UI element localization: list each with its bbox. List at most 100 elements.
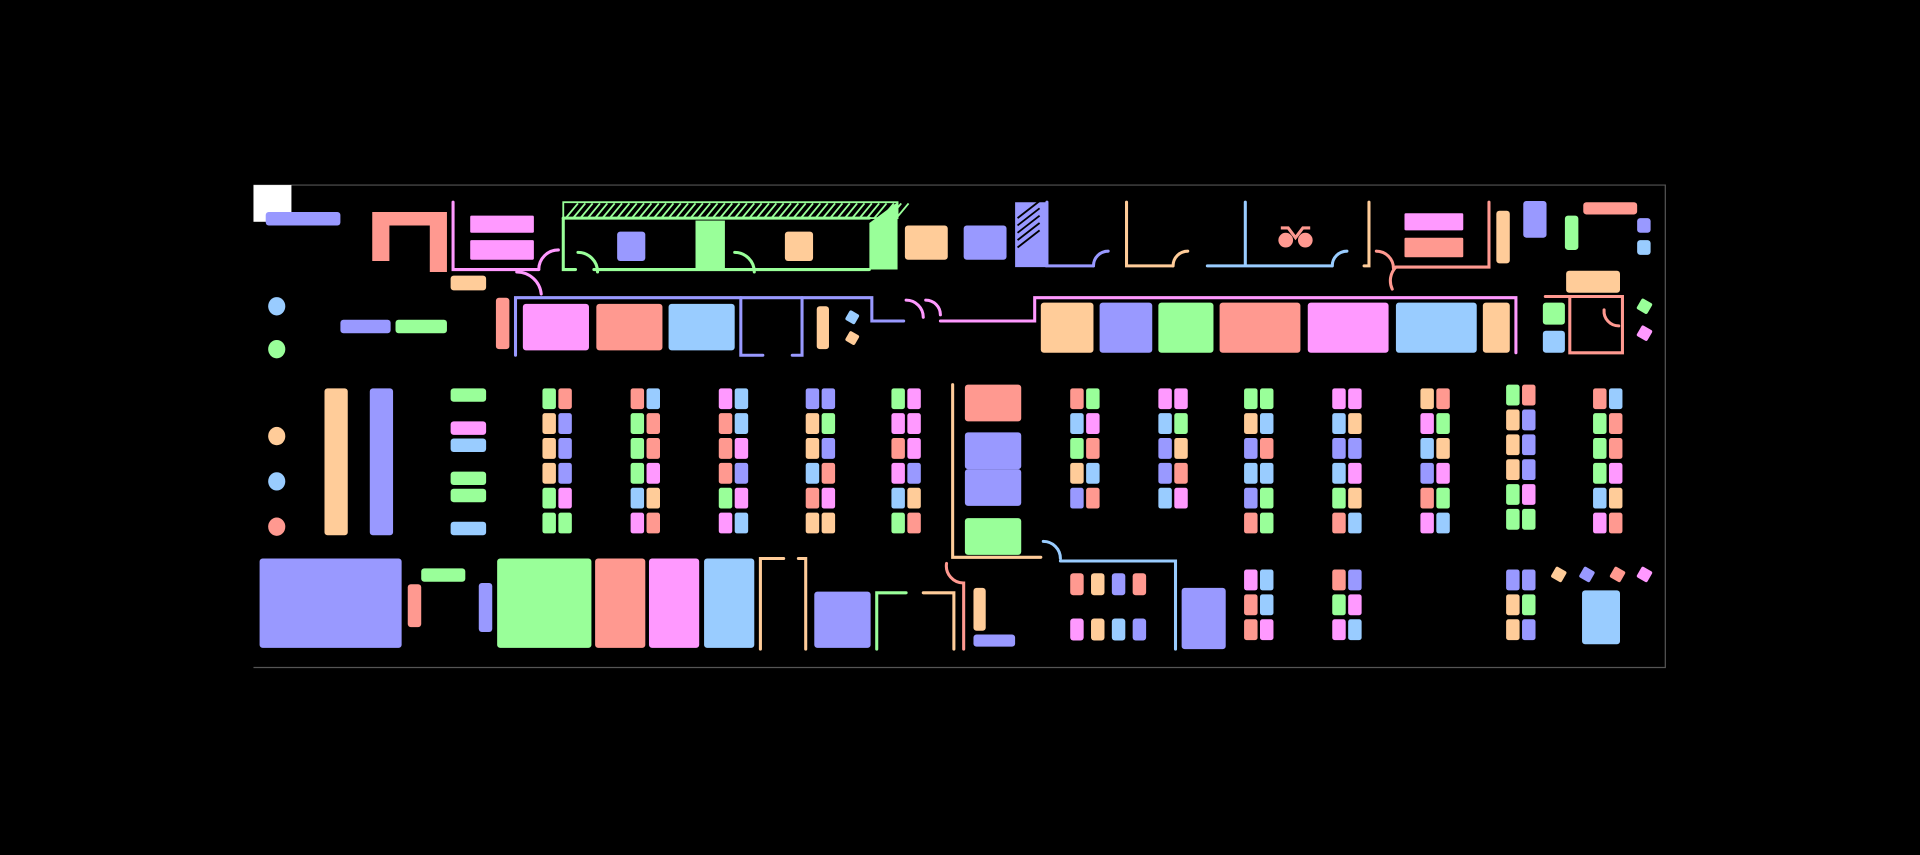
hatch-line <box>822 202 836 219</box>
shelf-bin <box>734 487 749 509</box>
shelf-bin <box>805 512 820 534</box>
furniture-block <box>407 584 422 628</box>
hatch-line <box>748 202 763 219</box>
furniture-block <box>595 558 646 648</box>
door-arc <box>1602 308 1621 328</box>
furniture-block <box>1496 210 1510 264</box>
shelf-bin <box>718 413 733 434</box>
hatch-line <box>778 202 792 219</box>
shelf-bin <box>1332 569 1346 591</box>
wall <box>739 296 804 357</box>
shelf-bin <box>805 413 820 434</box>
small-table <box>1132 573 1147 596</box>
furniture-block <box>617 231 646 261</box>
furniture-block <box>964 384 1022 422</box>
diamond-marker <box>1636 566 1653 583</box>
furniture-block <box>1181 587 1226 650</box>
hatch-line <box>601 202 616 219</box>
shelf-bin <box>1506 384 1520 406</box>
shelf-bin <box>1506 409 1520 431</box>
shelf-bin <box>558 388 572 410</box>
shelf-bin <box>1086 438 1100 459</box>
hatch-line <box>660 202 675 219</box>
door-arc <box>537 248 560 272</box>
shelf-bin <box>907 413 921 434</box>
diamond-marker <box>1636 325 1653 341</box>
shelf-bin <box>1070 487 1084 509</box>
shelf-bin <box>1158 438 1172 459</box>
shelf-bin <box>1506 459 1520 481</box>
hatched-column <box>1015 202 1047 268</box>
hatch-line <box>579 202 594 219</box>
wall <box>1125 200 1175 268</box>
shelf-bin <box>1506 508 1520 530</box>
shelf-bin <box>1086 388 1100 410</box>
bench <box>450 421 487 435</box>
door-arc <box>1388 265 1398 291</box>
hatch-line <box>565 202 579 219</box>
wall <box>1362 200 1371 268</box>
hatch-line <box>609 202 623 219</box>
hatch-line <box>1016 214 1041 234</box>
hatch-line <box>763 202 778 219</box>
shelf-bin <box>646 413 660 434</box>
furniture-block <box>1637 218 1651 233</box>
shelf-bin <box>1260 438 1274 459</box>
shelf-bin <box>821 487 836 509</box>
shelf-bin <box>1070 438 1084 459</box>
diamond-marker <box>845 310 860 325</box>
wall <box>513 296 906 357</box>
furniture-block <box>816 306 829 350</box>
shelf-bin <box>542 388 556 410</box>
shelf-bin <box>1332 487 1346 509</box>
furniture-block <box>1564 215 1579 250</box>
shelf-bin <box>1593 487 1607 509</box>
furniture-block <box>1542 302 1565 325</box>
shelf-bin <box>630 512 645 534</box>
shelf-bin <box>734 413 749 434</box>
shelf-bin <box>542 438 556 459</box>
small-table <box>1111 618 1126 641</box>
shelf-bin <box>1332 619 1346 641</box>
shelf-bin <box>1158 388 1172 410</box>
shelf-bin <box>542 413 556 434</box>
hatch-line <box>594 202 609 219</box>
outer-border <box>253 184 1666 669</box>
furniture-block <box>1637 240 1651 255</box>
shelf-bin <box>821 462 836 484</box>
shelf-bin <box>1522 459 1536 481</box>
furniture-block <box>704 558 755 648</box>
shelf-bin <box>630 487 645 509</box>
shelf-bin <box>1608 413 1623 434</box>
shelf-unit <box>470 240 534 260</box>
door-arc <box>904 298 942 319</box>
shelf-bin <box>1436 438 1450 459</box>
furniture-block <box>904 225 948 260</box>
shelf-bin <box>1348 569 1362 591</box>
furniture-block <box>964 518 1022 555</box>
bench <box>450 388 487 402</box>
shelf-bin <box>1436 413 1450 434</box>
wall <box>951 383 1043 559</box>
furniture-block <box>964 469 1022 506</box>
shelf-bin <box>1260 569 1274 591</box>
furniture-block <box>1542 330 1565 353</box>
hatch-line <box>653 202 667 219</box>
shelf-bin <box>542 487 556 509</box>
hatch-line <box>726 202 741 219</box>
shelf-bin <box>1506 619 1520 641</box>
furniture-block <box>963 225 1007 260</box>
shelf-bin <box>646 438 660 459</box>
hatch-line <box>623 202 638 219</box>
furniture-block <box>964 432 1022 470</box>
shelf-bin <box>1348 512 1362 534</box>
shelf-bin <box>805 462 820 484</box>
diamond-marker <box>1636 298 1653 314</box>
shelf-bin <box>1420 462 1434 484</box>
shelf-bin <box>1174 462 1188 484</box>
shelf-bin <box>891 462 905 484</box>
furniture-block <box>450 275 487 291</box>
hatch-line <box>587 202 601 219</box>
shelf-bin <box>1506 569 1520 591</box>
